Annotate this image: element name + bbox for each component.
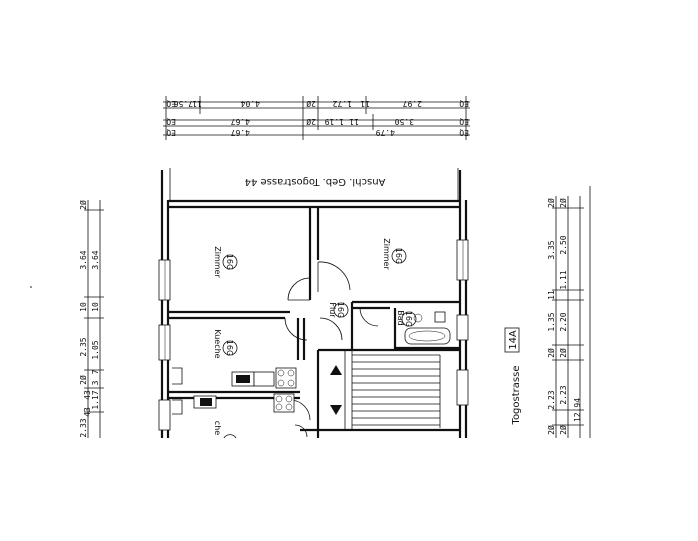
dim-value: 3.50 bbox=[395, 117, 414, 126]
dim-value: 2.23 bbox=[559, 385, 568, 404]
room-area-badge: 16G bbox=[336, 302, 345, 318]
dim-end-mark: EQ bbox=[459, 99, 469, 108]
left-dimension-chains: 2Ø 3.64 10 2.35 2Ø 2.33 3.64 10 1.05 7 3… bbox=[78, 200, 104, 438]
dim-value: 1.05 bbox=[91, 340, 100, 359]
room-label: che bbox=[213, 421, 222, 435]
dim-end-mark: 2Ø bbox=[306, 117, 316, 127]
room-label: Flur bbox=[328, 302, 337, 318]
room-label: Kueche bbox=[213, 329, 222, 358]
dim-total: 12.94 bbox=[573, 398, 582, 422]
dim-value: 1.11 bbox=[559, 270, 568, 289]
dim-end-mark: 2Ø bbox=[306, 99, 316, 109]
dim-value: 2.97 bbox=[403, 99, 422, 108]
dim-value: 2Ø bbox=[558, 425, 568, 435]
scan-speck bbox=[30, 286, 32, 288]
dim-value: 4.79 bbox=[376, 128, 395, 137]
dim-value: 10 bbox=[79, 302, 88, 312]
dim-value: 1.19 bbox=[325, 117, 344, 126]
dim-value: 2Ø bbox=[558, 348, 568, 358]
dim-value: 43 bbox=[83, 390, 92, 400]
neighbor-building: Anschl. Geb. Togostrasse 44 bbox=[169, 168, 459, 200]
dim-value: 3 bbox=[91, 380, 100, 385]
dim-value: 1.35 bbox=[547, 312, 556, 331]
room-area-badge: 16G bbox=[404, 311, 413, 327]
right-dimension-chains: 2Ø 3.35 1.35 11 2Ø 2.23 2Ø 2Ø 2.50 1.11 … bbox=[546, 186, 591, 438]
house-number: 14A bbox=[508, 330, 519, 350]
room-label: Zimmer bbox=[213, 246, 222, 278]
room-flur: Flur 16G bbox=[328, 302, 349, 318]
dim-value: 2.33 bbox=[79, 418, 88, 437]
dim-value: 1.17 bbox=[91, 390, 100, 409]
bath-fittings bbox=[404, 311, 451, 345]
dim-value: 3.64 bbox=[91, 250, 100, 269]
dim-value: 4.67 bbox=[231, 128, 250, 137]
dim-value: 2.23 bbox=[547, 390, 556, 409]
room-zimmer-left: Zimmer 16G bbox=[213, 246, 238, 278]
room-area-badge: 16G bbox=[225, 340, 234, 356]
dim-value: 4.04 bbox=[241, 99, 260, 108]
stair-arrow-down-icon bbox=[330, 405, 342, 415]
dim-value: 4.67 bbox=[231, 117, 250, 126]
kitchen-fittings bbox=[172, 367, 297, 415]
dim-value: 2.35 bbox=[79, 337, 88, 356]
room-kueche-lower: che bbox=[213, 421, 237, 439]
dim-value: 2Ø bbox=[78, 200, 88, 210]
dim-end-mark: EQ bbox=[459, 117, 469, 126]
dim-mark: 11 bbox=[360, 99, 370, 108]
dim-mark: 11 bbox=[349, 117, 359, 126]
dim-value: 10 bbox=[91, 302, 100, 312]
dim-value: 2Ø bbox=[546, 348, 556, 358]
dim-value: 7 bbox=[91, 369, 100, 374]
stair-arrow-up-icon bbox=[330, 365, 342, 375]
room-kueche: Kueche 16G bbox=[213, 329, 238, 359]
dim-value: 43 bbox=[83, 407, 92, 417]
dim-value: 2.20 bbox=[559, 312, 568, 331]
street-label: Togostrasse 14A bbox=[504, 327, 522, 426]
dim-mark: 11 bbox=[192, 99, 202, 108]
dim-value: 2.50 bbox=[559, 235, 568, 254]
room-label: Bad bbox=[396, 310, 405, 325]
room-bad: Bad 16G bbox=[396, 310, 417, 327]
dim-value: 3.64 bbox=[79, 250, 88, 269]
dim-end-mark: EQ bbox=[459, 128, 469, 137]
dim-value: 2Ø bbox=[78, 375, 88, 385]
dim-value: 11 bbox=[547, 290, 556, 300]
dim-value: 7.56 bbox=[174, 99, 193, 108]
room-zimmer-right: Zimmer 16G bbox=[382, 238, 407, 270]
stairwell bbox=[330, 350, 441, 430]
dim-value: 2Ø bbox=[558, 198, 568, 208]
dim-value: 2Ø bbox=[546, 425, 556, 435]
dim-value: 1.72 bbox=[333, 99, 352, 108]
dim-end-mark: EQ bbox=[166, 117, 176, 126]
room-label: Zimmer bbox=[382, 238, 391, 270]
dim-value: 2Ø bbox=[546, 198, 556, 208]
neighbor-label: Anschl. Geb. Togostrasse 44 bbox=[245, 176, 386, 187]
room-area-badge: 16G bbox=[394, 248, 403, 264]
room-area-badge: 16G bbox=[225, 254, 234, 270]
street-name: Togostrasse bbox=[511, 366, 522, 426]
dim-end-mark: EQ bbox=[166, 99, 176, 108]
dim-end-mark: EQ bbox=[166, 128, 176, 137]
top-dimension-chains: EQ EQ EQ EQ EQ EQ 2Ø 2Ø 7.56 4.04 1.72 2… bbox=[163, 96, 470, 140]
dim-value: 3.35 bbox=[547, 240, 556, 259]
windows bbox=[158, 239, 469, 431]
